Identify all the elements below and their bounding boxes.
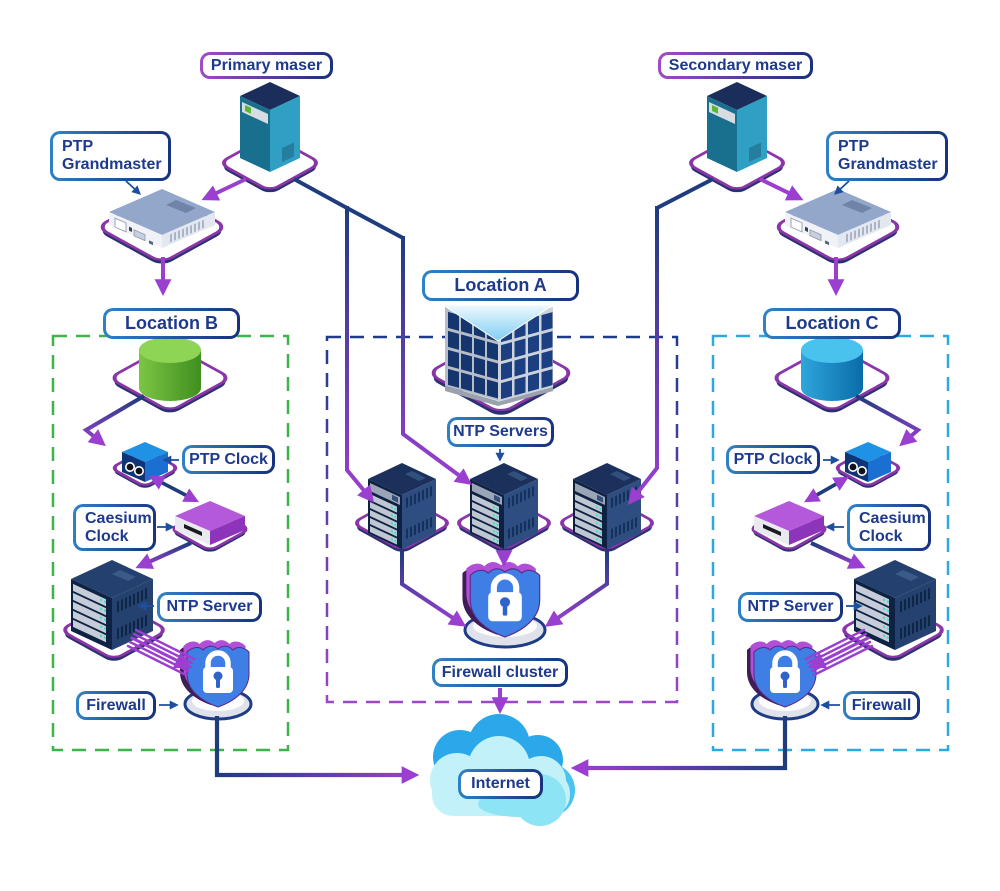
ntp1-to-cluster-arrow	[400, 551, 467, 627]
firewall-right-label: Firewall	[843, 691, 920, 720]
grandmaster-left-pointer	[125, 180, 141, 195]
ntp-server-a1-icon	[368, 463, 436, 549]
firewall-cluster-label-text: Firewall cluster	[441, 663, 559, 681]
ntp-server-left-label: NTP Server	[157, 592, 262, 622]
secondary-maser-icon	[707, 82, 767, 172]
caesium-to-ntp-right-arrow	[810, 541, 866, 569]
primary-maser-label-text: Primary maser	[210, 56, 323, 74]
ntp-to-firewall-left-bundle	[126, 628, 196, 677]
ptp-clock-right-label: PTP Clock	[726, 445, 820, 474]
ntp-servers-label: NTP Servers	[447, 417, 554, 447]
caesium-to-ntp-left-arrow	[135, 541, 192, 569]
primary-to-ntp2-arrow	[401, 236, 473, 485]
internet-label-text: Internet	[471, 775, 530, 793]
ntp3-to-cluster-arrow	[544, 551, 609, 627]
ntp-to-firewall-right-bundle	[804, 628, 874, 677]
ptp-grandmaster-left-label-text: PTP Grandmaster	[62, 138, 162, 173]
primary-maser-label: Primary maser	[200, 52, 333, 79]
firewall-right-label-text: Firewall	[851, 696, 912, 714]
ptp-grandmaster-left-label: PTP Grandmaster	[50, 131, 171, 181]
secondary-maser-feed-line	[656, 177, 714, 210]
firewall-b-to-internet-arrow	[214, 716, 420, 784]
ptp-caesium-right-sync-arrow	[804, 476, 849, 503]
ntp-server-a3-icon	[573, 463, 641, 549]
building-icon	[441, 304, 555, 406]
secondary-to-grandmaster-arrow	[759, 177, 804, 201]
primary-to-ntp1-arrow	[345, 206, 375, 503]
location-a-label: Location A	[422, 270, 579, 301]
ntp-server-right-icon	[854, 560, 936, 650]
database-cylinder-b-icon	[139, 337, 201, 401]
ptp-grandmaster-right-label-text: PTP Grandmaster	[838, 138, 938, 173]
ptp-clock-left-label: PTP Clock	[182, 445, 275, 474]
internet-label: Internet	[458, 769, 543, 799]
firewall-right-icon	[747, 640, 820, 721]
location-b-label-text: Location B	[125, 313, 218, 334]
ptp-clock-right-label-text: PTP Clock	[733, 450, 813, 468]
firewall-left-label-text: Firewall	[86, 696, 146, 714]
location-b-label: Location B	[103, 308, 240, 339]
ptp-caesium-left-sync-arrow	[148, 475, 200, 503]
firewall-cluster-label: Firewall cluster	[432, 658, 568, 687]
caesium-clock-left-label: Caesium Clock	[73, 504, 156, 551]
ntp-server-right-label: NTP Server	[738, 592, 843, 622]
location-c-label: Location C	[763, 308, 901, 339]
location-c-label-text: Location C	[785, 313, 879, 334]
secondary-to-ntp3-arrow	[627, 206, 659, 505]
secondary-maser-label-text: Secondary maser	[668, 56, 803, 74]
firewall-left-label: Firewall	[76, 691, 156, 720]
ntp-servers-label-text: NTP Servers	[453, 423, 548, 441]
firewall-c-to-internet-arrow	[570, 716, 788, 777]
ntp-server-left-label-text: NTP Server	[166, 598, 253, 616]
ptp-clock-left-label-text: PTP Clock	[189, 450, 268, 468]
caesium-clock-right-label-text: Caesium Clock	[859, 509, 926, 545]
firewall-left-icon	[180, 640, 253, 721]
primary-maser-icon	[240, 82, 300, 172]
firewall-cluster-icon	[462, 562, 547, 649]
grandmaster-right-pointer	[834, 180, 850, 195]
caesium-clock-right-label: Caesium Clock	[847, 504, 931, 551]
label-pointers	[125, 180, 863, 710]
ptp-grandmaster-right-label: PTP Grandmaster	[826, 131, 948, 181]
secondary-maser-label: Secondary maser	[658, 52, 813, 79]
primary-to-grandmaster-arrow	[201, 177, 247, 201]
location-a-label-text: Location A	[454, 275, 547, 296]
ntp-server-right-label-text: NTP Server	[747, 598, 834, 616]
caesium-clock-left-label-text: Caesium Clock	[85, 509, 152, 545]
database-cylinder-c-icon	[801, 337, 863, 401]
connectors	[82, 177, 922, 784]
ntp-server-a2-icon	[470, 463, 538, 549]
cylinder-c-to-ptp-clock-arrow	[855, 394, 922, 447]
cylinder-b-to-ptp-clock-arrow	[82, 394, 146, 447]
